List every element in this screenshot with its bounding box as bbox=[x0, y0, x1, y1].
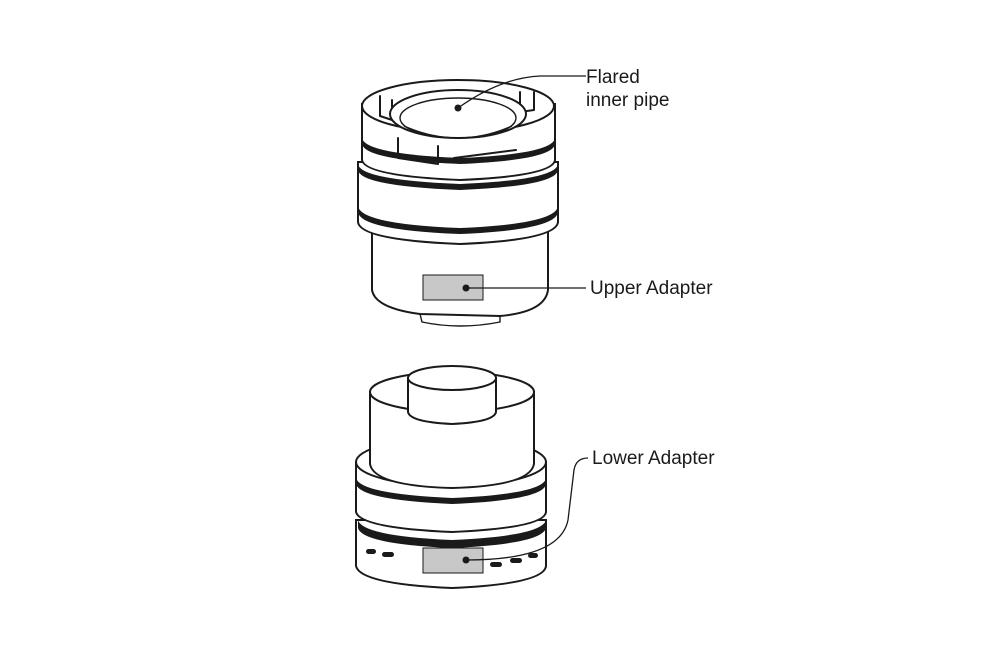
upper-adapter-notch-front-left bbox=[397, 137, 439, 165]
upper-adapter-collar-band bbox=[358, 206, 558, 234]
lower-adapter-drawing bbox=[355, 365, 547, 590]
lower-adapter-base-band bbox=[358, 520, 546, 548]
upper-adapter-collar-top-band bbox=[358, 164, 558, 190]
flared-inner-pipe-floor bbox=[403, 125, 513, 139]
leader-lower-adapter bbox=[465, 457, 589, 561]
label-lower-adapter: Lower Adapter bbox=[592, 448, 715, 469]
label-upper-adapter: Upper Adapter bbox=[590, 278, 713, 299]
lower-adapter-inner-pipe bbox=[407, 377, 497, 426]
leader-lower-adapter-dot bbox=[462, 556, 470, 564]
lower-adapter-mid-band bbox=[356, 478, 546, 504]
leader-lines bbox=[454, 75, 589, 564]
upper-adapter-drawing bbox=[357, 79, 559, 327]
leader-flared-inner-pipe bbox=[457, 75, 586, 109]
lower-adapter-vents-right bbox=[490, 553, 538, 567]
upper-adapter-notch-front-right bbox=[453, 149, 517, 159]
upper-adapter-bottom-rim bbox=[419, 313, 501, 327]
label-flared-inner-pipe-line2: inner pipe bbox=[586, 90, 669, 111]
leader-flared-inner-pipe-dot bbox=[454, 104, 462, 112]
flared-inner-pipe-outer bbox=[389, 89, 527, 139]
upper-adapter-ring-band bbox=[362, 138, 555, 164]
lower-adapter-inner-pipe-top bbox=[407, 365, 497, 391]
upper-adapter-notch-right bbox=[519, 91, 535, 113]
leader-upper-adapter-dot bbox=[462, 284, 470, 292]
label-flared-inner-pipe-line1: Flared bbox=[586, 67, 640, 88]
lower-adapter-vents-left bbox=[366, 549, 394, 557]
